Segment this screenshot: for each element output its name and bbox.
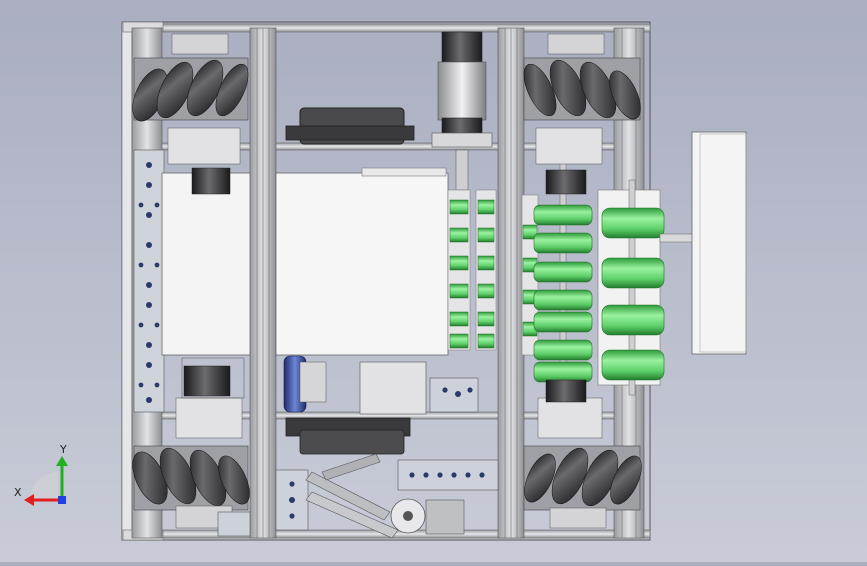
y-axis-arrowhead — [56, 456, 68, 466]
x-axis-arrowhead — [24, 494, 34, 506]
y-axis-label: Y — [59, 443, 67, 456]
mecanum-wheel-front-left — [132, 33, 249, 195]
bottom-bracket-assembly — [217, 361, 499, 539]
roller-column-main — [533, 159, 593, 411]
roller-column-b — [475, 189, 497, 351]
top-cylinder-motor — [431, 31, 493, 191]
electronics-panel — [161, 167, 449, 356]
z-axis-marker — [58, 496, 66, 504]
intake-roller-columns — [447, 159, 665, 411]
roller-column-c — [521, 194, 539, 356]
mecanum-wheel-front-right — [523, 33, 641, 195]
mecanum-wheel-rear-left — [132, 357, 250, 529]
mecanum-wheel-rear-right — [523, 379, 642, 529]
right-side-panel — [659, 131, 747, 355]
bottom-dark-box — [285, 417, 411, 455]
left-perforated-strip — [133, 149, 165, 413]
roller-column-a — [447, 189, 471, 351]
x-axis-label: X — [14, 486, 22, 499]
top-dark-box — [285, 107, 415, 145]
axis-triad: Y X — [14, 443, 68, 506]
roller-column-right — [597, 179, 665, 396]
blue-drive-motor — [283, 355, 327, 413]
